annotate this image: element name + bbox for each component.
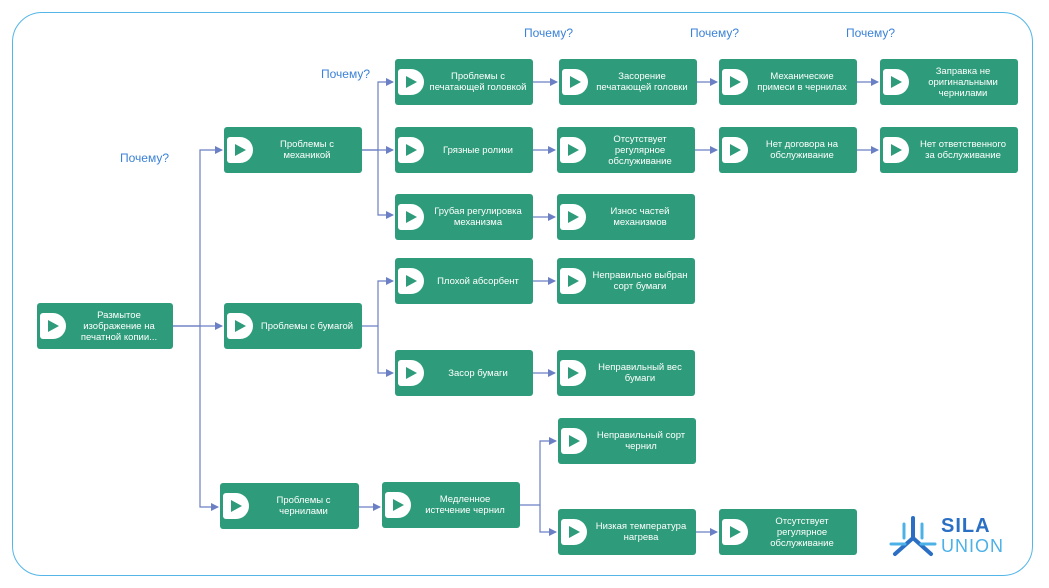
node-bad-absorbent[interactable]: Плохой абсорбент — [395, 258, 533, 304]
play-icon — [560, 204, 586, 230]
node-non-original[interactable]: Заправка не оригинальными чернилами — [880, 59, 1018, 105]
play-icon — [560, 268, 586, 294]
link-root-mech — [173, 146, 223, 327]
node-label: Неправильно выбран сорт бумаги — [592, 270, 688, 292]
node-clog-head[interactable]: Засорение печатающей головки — [559, 59, 697, 105]
play-icon — [562, 69, 588, 95]
logo-mark-icon — [889, 516, 937, 556]
link-paper-absorbent — [362, 277, 394, 327]
link-root-ink — [199, 326, 219, 511]
node-label: Отсутствует регулярное обслуживание — [608, 133, 672, 167]
play-icon — [722, 519, 748, 545]
link-mech-head — [362, 78, 394, 151]
play-icon — [722, 69, 748, 95]
link-slowflow-inkgrade — [520, 437, 557, 506]
node-label: Проблемы с бумагой — [260, 320, 354, 332]
node-mech-impurities[interactable]: Механические примеси в чернилах — [719, 59, 857, 105]
node-label: Медленное истечение чернил — [425, 494, 505, 516]
sila-union-logo: SILA UNION — [889, 514, 1019, 560]
play-icon — [722, 137, 748, 163]
node-label: Неправильный вес бумаги — [598, 362, 682, 384]
node-label: Засорение печатающей головки — [596, 71, 688, 93]
node-label: Проблемы с печатающей головкой — [429, 71, 527, 93]
node-label: Нет договора на обслуживание — [765, 139, 839, 161]
node-label: Грязные ролики — [443, 144, 513, 156]
play-icon — [227, 313, 253, 339]
play-icon — [560, 137, 586, 163]
play-icon — [385, 492, 411, 518]
play-icon — [883, 69, 909, 95]
play-icon — [398, 69, 424, 95]
node-label: Размытое изображение на печатной копии..… — [80, 309, 158, 343]
node-head[interactable]: Проблемы с печатающей головкой — [395, 59, 533, 105]
node-label: Низкая температура нагрева — [595, 521, 687, 543]
node-label: Отсутствует регулярное обслуживание — [770, 515, 834, 549]
node-wrong-weight[interactable]: Неправильный вес бумаги — [557, 350, 695, 396]
why-label: Почему? — [321, 67, 371, 81]
link-mech-coarse — [377, 150, 394, 219]
node-label: Проблемы с чернилами — [276, 495, 331, 517]
node-label: Неправильный сорт чернил — [596, 430, 686, 452]
node-no-service-1[interactable]: Отсутствует регулярное обслуживание — [557, 127, 695, 173]
logo-text-line2: UNION — [941, 536, 1004, 556]
node-no-responsible[interactable]: Нет ответственного за обслуживание — [880, 127, 1018, 173]
node-label: Износ частей механизмов — [610, 206, 670, 228]
play-icon — [398, 268, 424, 294]
play-icon — [223, 493, 249, 519]
play-icon — [227, 137, 253, 163]
node-low-temp[interactable]: Низкая температура нагрева — [558, 509, 696, 555]
node-label: Механические примеси в чернилах — [757, 71, 847, 93]
node-paper-jam[interactable]: Засор бумаги — [395, 350, 533, 396]
play-icon — [560, 360, 586, 386]
why-label: Почему? — [846, 26, 896, 40]
node-coarse[interactable]: Грубая регулировка механизма — [395, 194, 533, 240]
node-label: Проблемы с механикой — [280, 139, 334, 161]
node-ink[interactable]: Проблемы с чернилами — [220, 483, 359, 529]
node-no-contract[interactable]: Нет договора на обслуживание — [719, 127, 857, 173]
link-slowflow-temp — [539, 505, 557, 536]
node-no-service-2[interactable]: Отсутствует регулярное обслуживание — [719, 509, 857, 555]
play-icon — [398, 360, 424, 386]
why-label: Почему? — [524, 26, 574, 40]
node-wrong-ink-grade[interactable]: Неправильный сорт чернил — [558, 418, 696, 464]
play-icon — [40, 313, 66, 339]
node-mech[interactable]: Проблемы с механикой — [224, 127, 362, 173]
node-label: Нет ответственного за обслуживание — [919, 139, 1007, 161]
play-icon — [883, 137, 909, 163]
play-icon — [398, 137, 424, 163]
node-label: Засор бумаги — [448, 367, 508, 379]
diagram-frame — [12, 12, 1033, 576]
play-icon — [561, 519, 587, 545]
link-paper-jam — [377, 326, 394, 377]
play-icon — [561, 428, 587, 454]
node-label: Плохой абсорбент — [437, 275, 519, 287]
logo-text-line1: SILA — [941, 515, 991, 537]
why-label: Почему? — [690, 26, 740, 40]
node-wear[interactable]: Износ частей механизмов — [557, 194, 695, 240]
node-rollers[interactable]: Грязные ролики — [395, 127, 533, 173]
node-label: Заправка не оригинальными чернилами — [928, 65, 998, 99]
node-slow-flow[interactable]: Медленное истечение чернил — [382, 482, 520, 528]
node-root[interactable]: Размытое изображение на печатной копии..… — [37, 303, 173, 349]
node-wrong-paper-grade[interactable]: Неправильно выбран сорт бумаги — [557, 258, 695, 304]
why-label: Почему? — [120, 151, 170, 165]
node-label: Грубая регулировка механизма — [434, 206, 522, 228]
node-paper[interactable]: Проблемы с бумагой — [224, 303, 362, 349]
play-icon — [398, 204, 424, 230]
